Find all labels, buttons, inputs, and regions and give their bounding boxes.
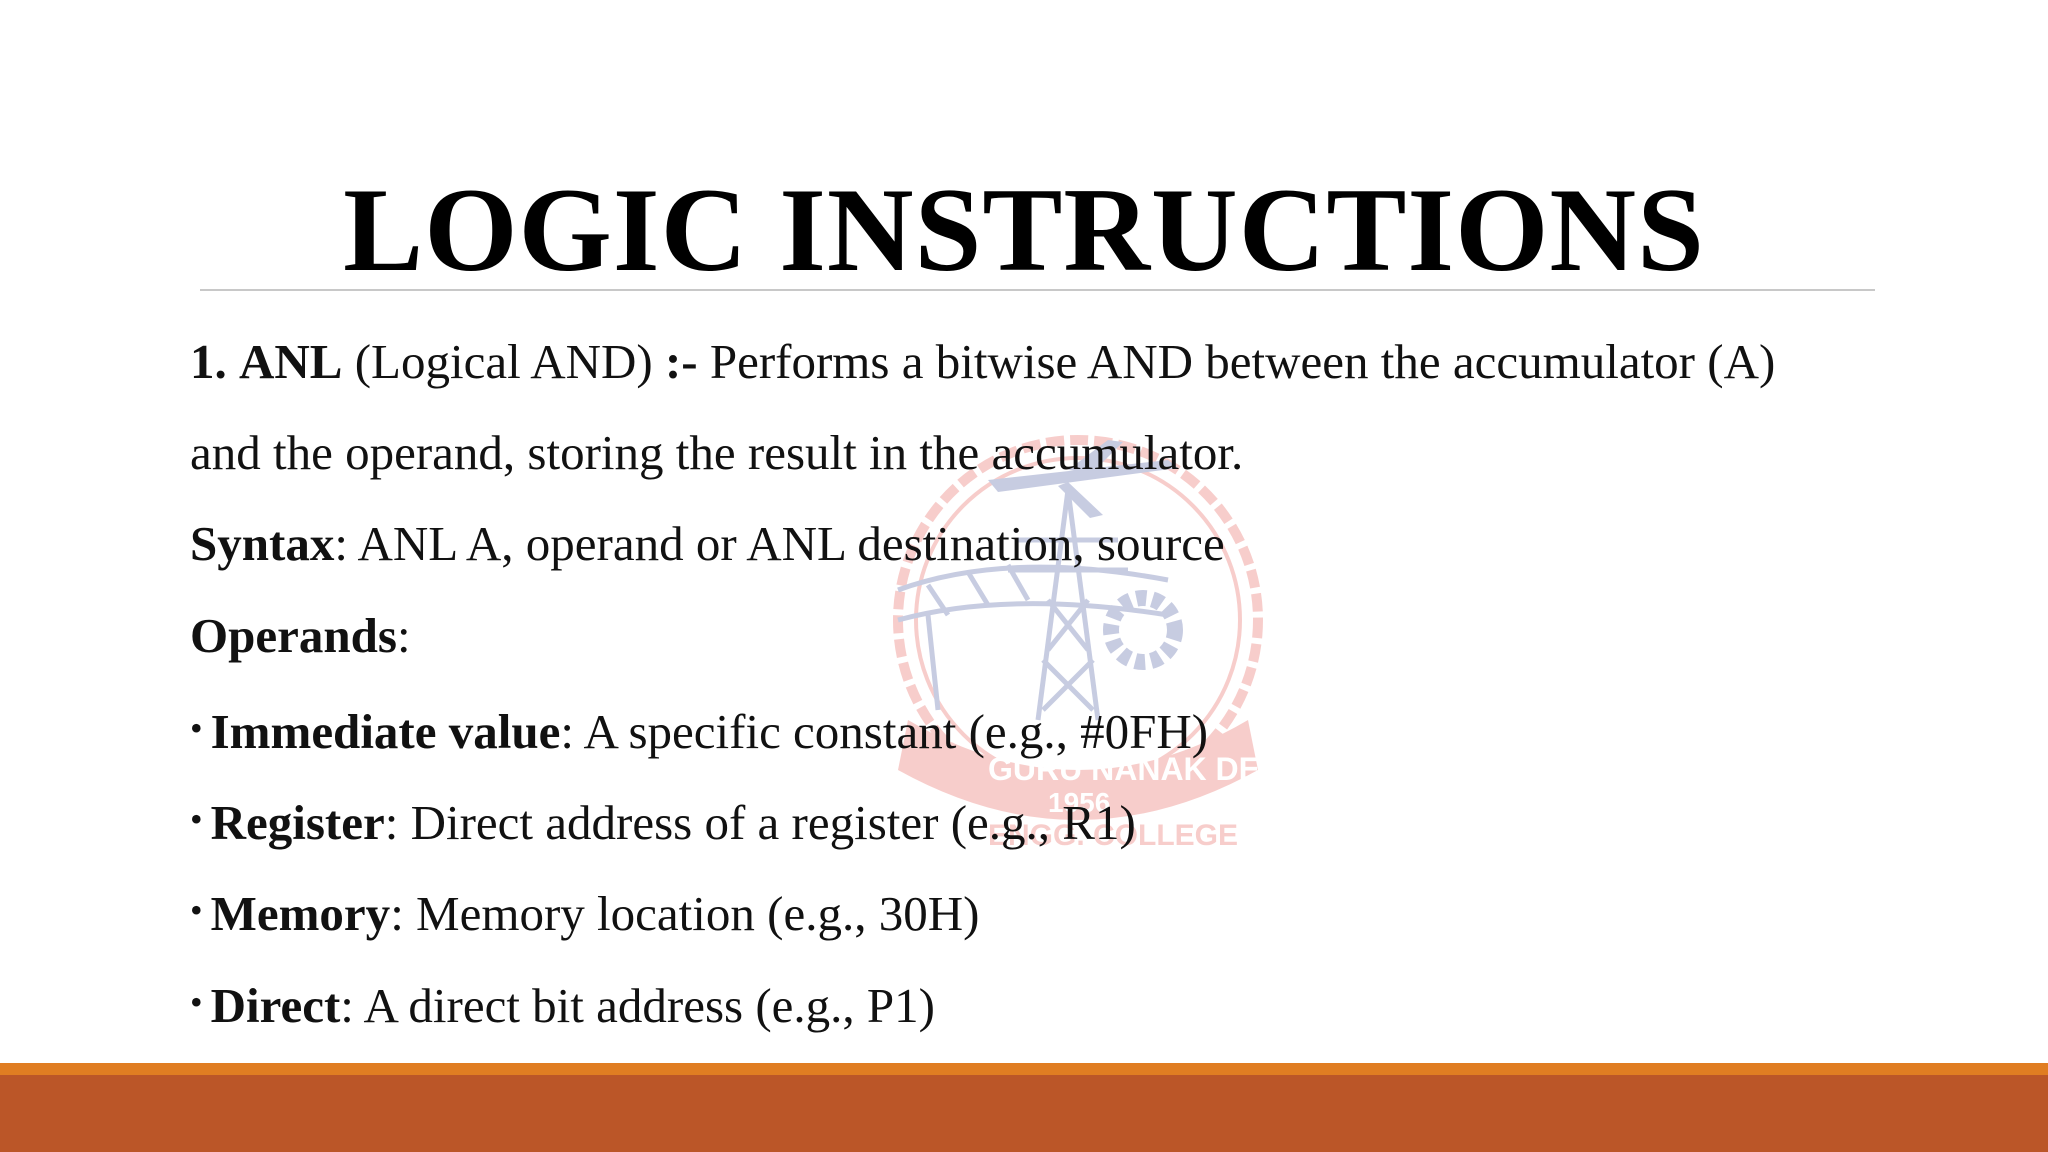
anl-definition-line1: 1. ANL (Logical AND) :- Performs a bitwi… xyxy=(190,332,1775,392)
operand-text: : A direct bit address (e.g., P1) xyxy=(340,978,935,1033)
operands-colon: : xyxy=(396,608,411,663)
operand-item: •Direct: A direct bit address (e.g., P1) xyxy=(190,972,935,1036)
operand-term: Register xyxy=(210,795,385,850)
operand-term: Memory xyxy=(210,886,391,941)
syntax-label: Syntax xyxy=(190,516,335,571)
operands-label: Operands xyxy=(190,608,397,663)
anl-name: ANL xyxy=(239,334,343,389)
anl-description-2: and the operand, storing the result in t… xyxy=(190,425,1244,480)
footer-band xyxy=(0,1075,2048,1152)
bullet-icon: • xyxy=(190,799,203,839)
anl-expansion: (Logical AND) xyxy=(354,334,653,389)
operands-heading: Operands: xyxy=(190,606,411,666)
syntax-text: : ANL A, operand or ANL destination, sou… xyxy=(334,516,1225,571)
syntax-line: Syntax: ANL A, operand or ANL destinatio… xyxy=(190,514,1225,574)
bullet-icon: • xyxy=(190,708,203,748)
bridge-icon xyxy=(897,563,1169,711)
bullet-icon: • xyxy=(190,890,203,930)
college-logo-watermark: GURU NANAK DEV 1956 ENGG. COLLEGE xyxy=(893,435,1282,852)
tower-icon xyxy=(1008,489,1128,721)
operand-item: •Register: Direct address of a register … xyxy=(190,789,1136,853)
operand-item: •Immediate value: A specific constant (e… xyxy=(190,698,1208,762)
airplane-icon xyxy=(988,440,1178,518)
bullet-icon: • xyxy=(190,982,203,1022)
operand-text: : Memory location (e.g., 30H) xyxy=(390,886,980,941)
anl-separator: :- xyxy=(664,334,698,389)
watermark-arc-bottom: ENGG. COLLEGE xyxy=(988,819,1238,852)
operand-term: Direct xyxy=(210,978,341,1033)
operand-text: : Direct address of a register (e.g., R1… xyxy=(384,795,1136,850)
anl-number: 1. xyxy=(190,334,227,389)
operand-term: Immediate value xyxy=(210,704,561,759)
slide-title: LOGIC INSTRUCTIONS xyxy=(343,163,1705,296)
watermark-year: 1956 xyxy=(1048,787,1110,818)
anl-description-1: Performs a bitwise AND between the accum… xyxy=(709,334,1776,389)
watermark-arc-top: GURU NANAK DEV xyxy=(988,751,1282,787)
anl-definition-line2: and the operand, storing the result in t… xyxy=(190,423,1243,483)
title-divider xyxy=(200,289,1875,291)
operand-text: : A specific constant (e.g., #0FH) xyxy=(560,704,1209,759)
operand-item: •Memory: Memory location (e.g., 30H) xyxy=(190,880,979,944)
gear-icon xyxy=(1103,590,1183,670)
footer-band-accent xyxy=(0,1063,2048,1075)
